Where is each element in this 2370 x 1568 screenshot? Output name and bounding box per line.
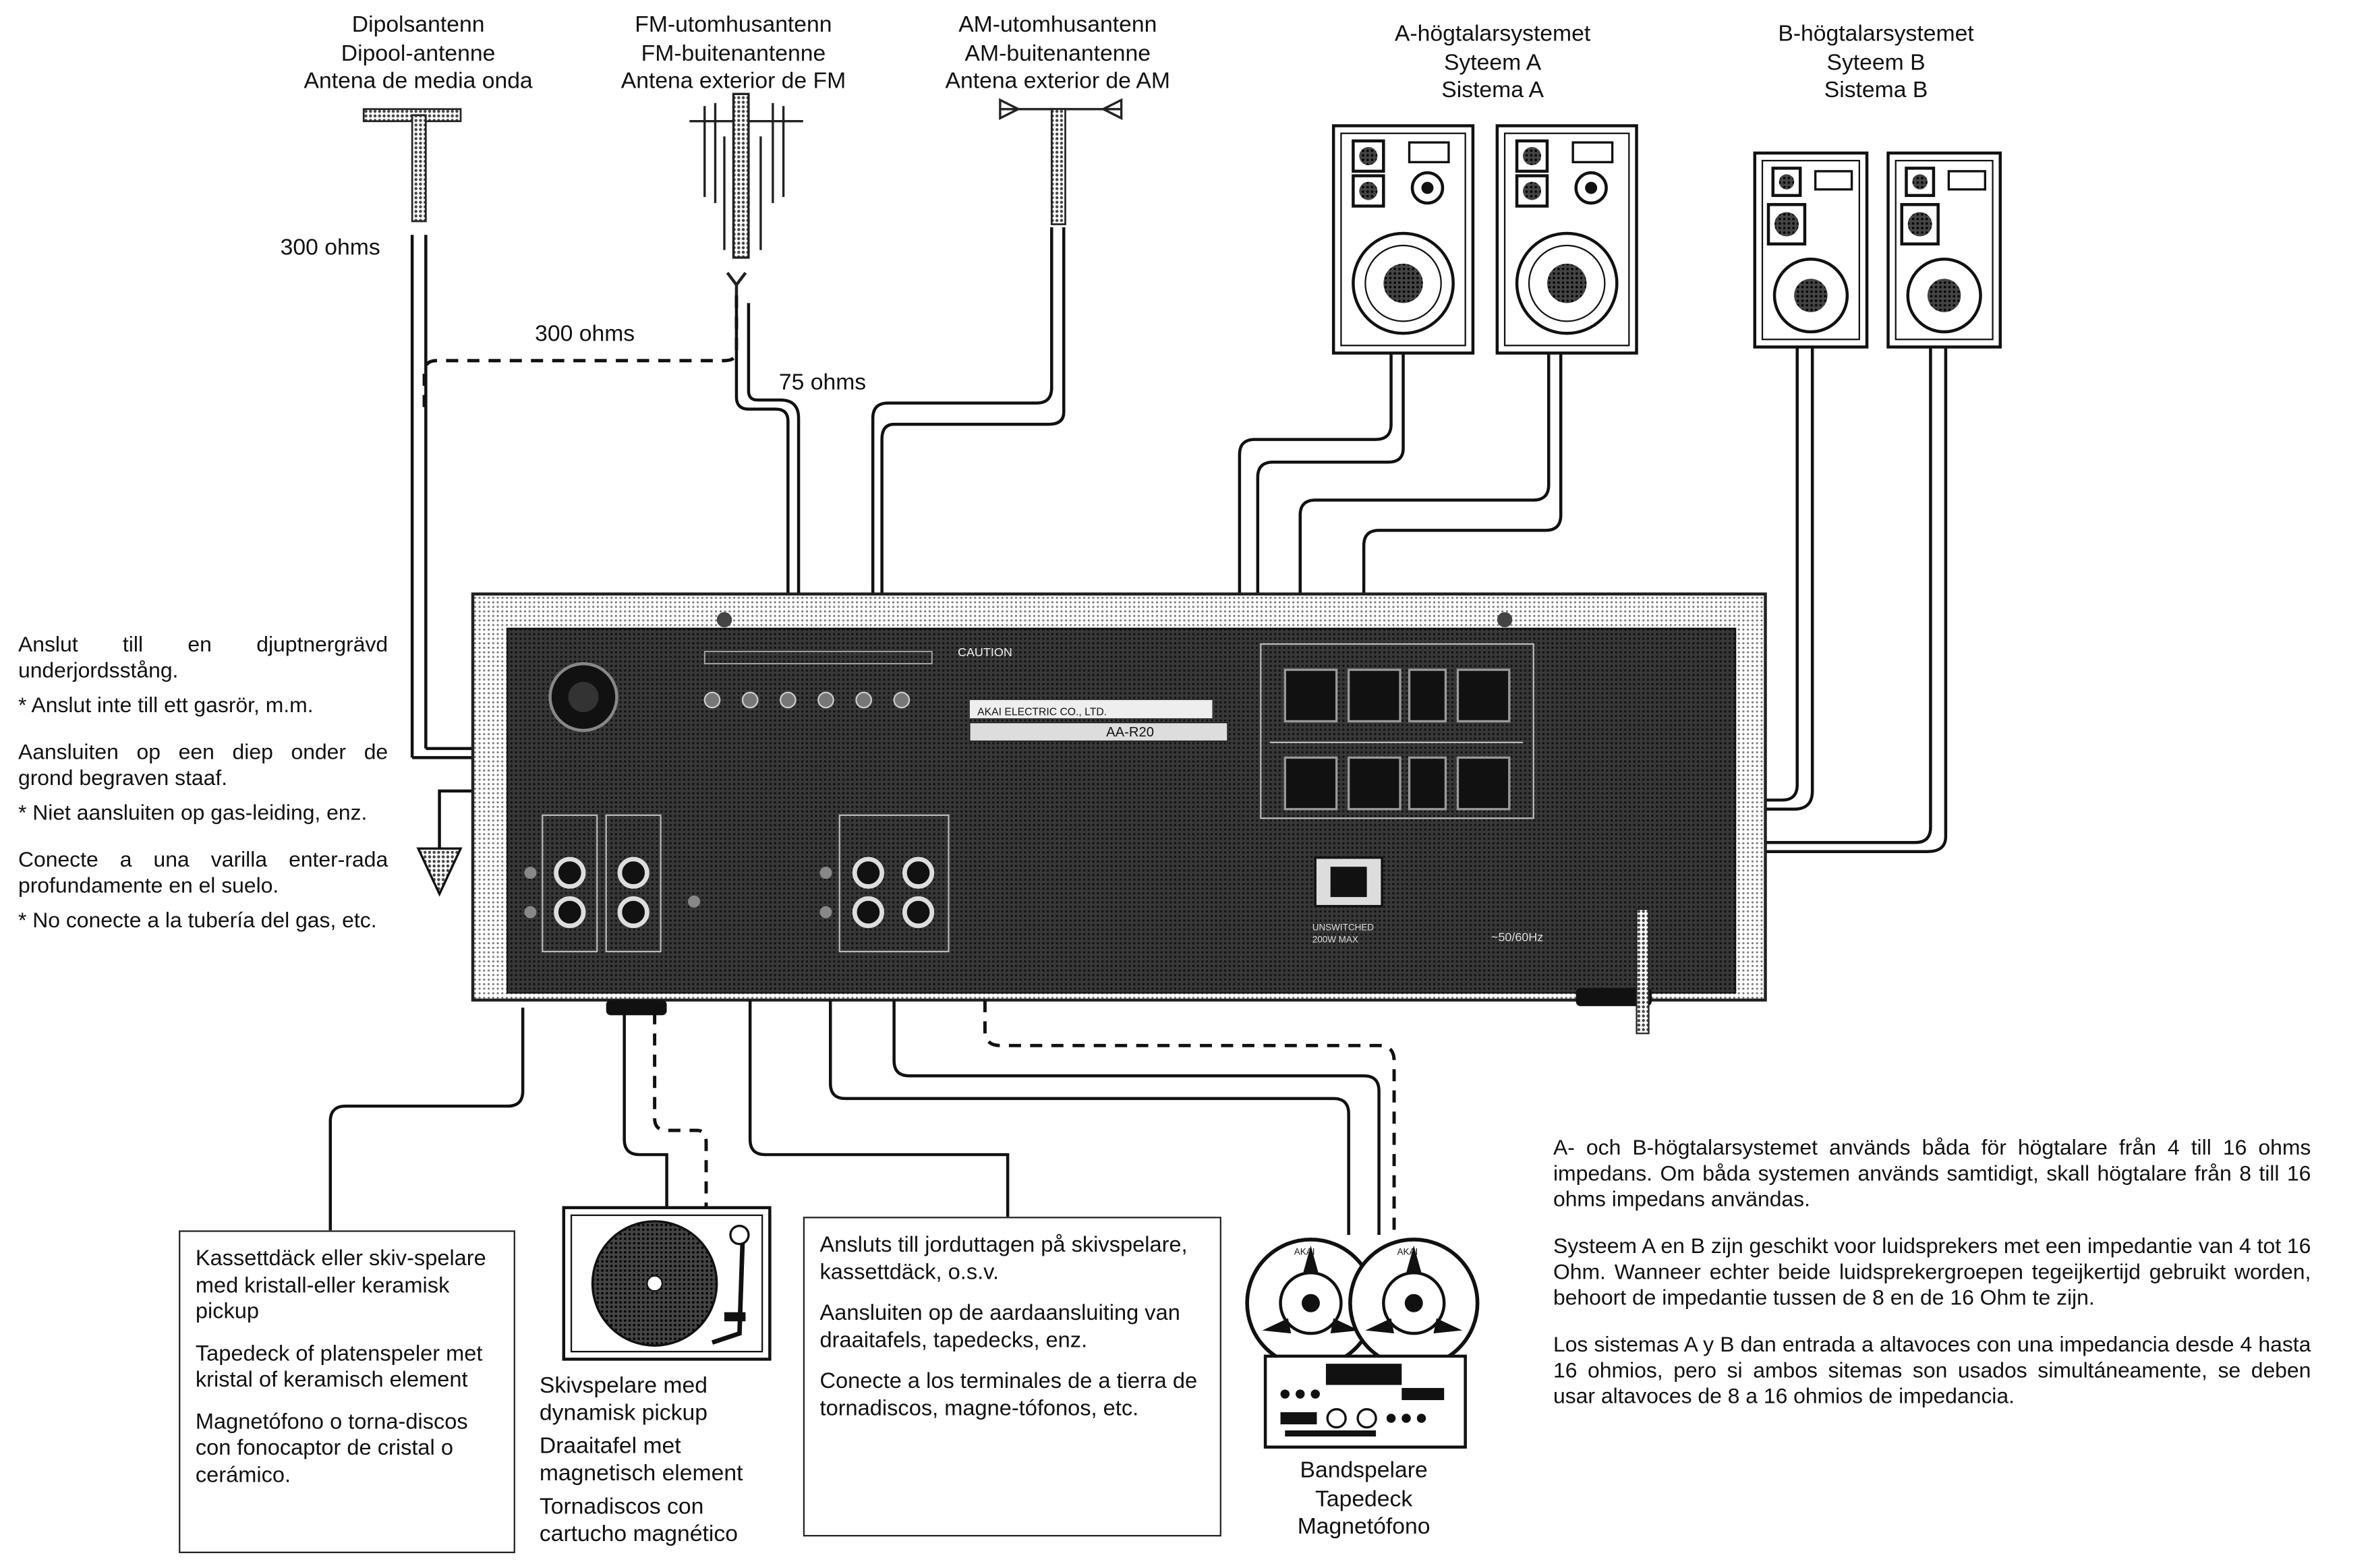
am-antenna-label: AM-utomhusantenn AM-buitenantenne Antena… [945, 11, 1170, 94]
speaker-system-a-icon [1333, 125, 1636, 353]
fm-300-impedance-label: 300 ohms [535, 321, 635, 347]
turntable-caption: Skivspelare med dynamisk pickup Draaitaf… [539, 1372, 743, 1547]
speaker-notes: A- och B-högtalarsystemet används båda f… [1553, 1136, 2311, 1432]
ground-es: Conecte a una varilla enter-rada profund… [18, 848, 388, 899]
caution-label: CAUTION [958, 645, 1012, 659]
deck-brand-right: AKAI [1397, 1246, 1418, 1256]
ground-symbol-icon [416, 847, 463, 897]
ground-instructions: Anslut till en djuptnergrävd underjordss… [18, 633, 388, 944]
cassette-nl: Tapedeck of platenspeler met kristal of … [195, 1341, 483, 1393]
note-sv: A- och B-högtalarsystemet används båda f… [1553, 1136, 2311, 1213]
earth-sv: Ansluts till jorduttagen på skivspelare,… [819, 1233, 1188, 1285]
speaker-b-label: B-högtalarsystemet Syteem B Sistema B [1778, 21, 1974, 103]
cassette-es: Magnetófono o torna-discos con fonocapto… [195, 1410, 468, 1488]
dipole-impedance-label: 300 ohms [280, 235, 380, 261]
earth-es: Conecte a los terminales de a tierra de … [819, 1370, 1198, 1421]
dipole-antenna-icon [362, 108, 462, 223]
cassette-deck-box: Kassettdäck eller skiv-spelare med krist… [179, 1230, 515, 1553]
fm-antenna-icon [689, 92, 803, 297]
svg-text:UNSWITCHED: UNSWITCHED [1312, 923, 1375, 933]
turntable-icon [562, 1206, 772, 1361]
fm-75-impedance-label: 75 ohms [778, 370, 867, 396]
amplifier-rear-panel: CAUTION AKAI ELECTRIC CO., LTD. AA-R20 U… [471, 592, 1767, 1035]
svg-text:~50/60Hz: ~50/60Hz [1491, 930, 1543, 943]
svg-text:200W MAX: 200W MAX [1312, 935, 1358, 945]
note-es: Los sistemas A y B dan entrada a altavoc… [1553, 1333, 2311, 1410]
ground-es-note: * No conecte a la tubería del gas, etc. [18, 909, 377, 934]
earth-nl: Aansluiten op de aardaansluiting van dra… [819, 1302, 1180, 1353]
dipole-antenna-label: Dipolsantenn Dipool-antenne Antena de me… [304, 11, 533, 94]
note-nl: Systeem A en B zijn geschikt voor luidsp… [1553, 1235, 2311, 1311]
am-antenna-icon [999, 98, 1123, 225]
reel-tape-deck-icon: AKAI AKAI [1245, 1238, 1480, 1449]
cassette-sv: Kassettdäck eller skiv-spelare med krist… [195, 1247, 486, 1325]
earth-terminal-box: Ansluts till jorduttagen på skivspelare,… [803, 1217, 1221, 1537]
maker-label: AKAI ELECTRIC CO., LTD. [977, 706, 1107, 718]
speaker-a-label: A-högtalarsystemet Syteem A Sistema A [1394, 21, 1591, 103]
ground-sv-note: * Anslut inte till ett gasrör, m.m. [18, 694, 314, 718]
speaker-system-b-icon [1755, 153, 2000, 347]
tapedeck-caption: Bandspelare Tapedeck Magnetófono [1297, 1457, 1430, 1540]
ground-nl-note: * Niet aansluiten op gas-leiding, enz. [18, 801, 368, 826]
fm-antenna-label: FM-utomhusantenn FM-buitenantenne Antena… [620, 11, 846, 94]
ground-nl: Aansluiten op een diep onder de grond be… [18, 741, 388, 791]
ground-sv: Anslut till en djuptnergrävd underjordss… [18, 633, 388, 684]
deck-brand-left: AKAI [1294, 1246, 1315, 1256]
model-label: AA-R20 [1106, 725, 1154, 740]
